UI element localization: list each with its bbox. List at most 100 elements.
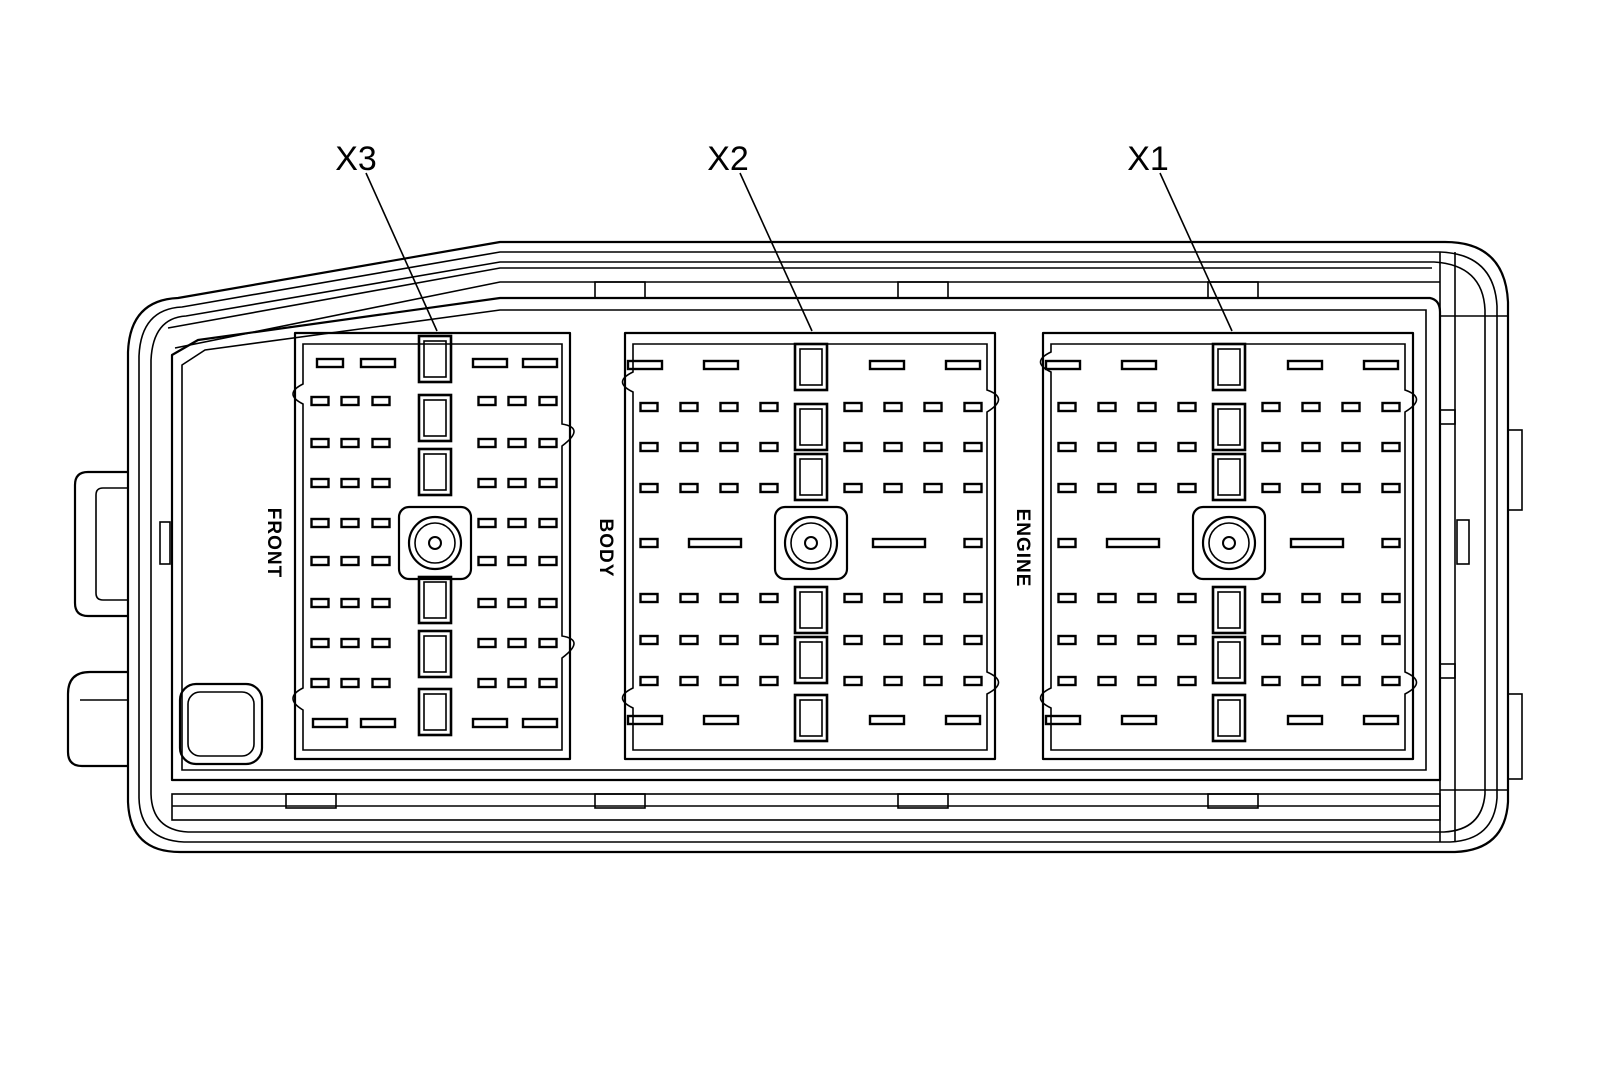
terminal-cavity xyxy=(759,441,779,453)
terminal-cavity xyxy=(759,634,779,646)
terminal-cavity xyxy=(507,677,527,689)
terminal-cavity xyxy=(1097,592,1117,604)
terminal-cavity xyxy=(639,482,659,494)
terminal-cavity xyxy=(944,714,982,726)
bolt-inner-ring xyxy=(1208,522,1250,564)
terminal-cavity xyxy=(679,675,699,687)
terminal-cavity xyxy=(1177,441,1197,453)
terminal-cavity xyxy=(639,634,659,646)
terminal-cavity xyxy=(639,401,659,413)
terminal-cavity xyxy=(1097,401,1117,413)
large-terminal-cavity-inner xyxy=(1217,699,1241,737)
terminal-cavity xyxy=(521,357,559,369)
terminal-cavity xyxy=(477,555,497,567)
bolt-center xyxy=(428,536,442,550)
connector-x2-callout: X2 xyxy=(707,140,749,178)
bolt-inner-ring xyxy=(790,522,832,564)
terminal-cavity xyxy=(639,675,659,687)
terminal-cavity xyxy=(1105,537,1161,549)
terminal-cavity xyxy=(1261,592,1281,604)
large-terminal-cavity xyxy=(417,447,453,497)
terminal-cavity xyxy=(1120,714,1158,726)
connector-x2-side-label: BODY xyxy=(595,519,616,578)
terminal-cavity xyxy=(963,537,983,549)
terminal-cavity xyxy=(1381,592,1401,604)
terminal-cavity xyxy=(538,597,558,609)
terminal-cavity xyxy=(1341,592,1361,604)
connector-x3-side-label: FRONT xyxy=(263,508,284,578)
terminal-cavity xyxy=(1362,359,1400,371)
terminal-cavity xyxy=(1381,401,1401,413)
terminal-cavity xyxy=(340,637,360,649)
terminal-cavity xyxy=(883,441,903,453)
terminal-cavity xyxy=(687,537,743,549)
terminal-cavity xyxy=(538,395,558,407)
large-terminal-cavity-inner xyxy=(799,699,823,737)
large-terminal-cavity-inner xyxy=(799,641,823,679)
terminal-cavity xyxy=(1261,634,1281,646)
large-terminal-cavity xyxy=(1211,452,1247,502)
large-terminal-cavity xyxy=(417,334,453,384)
large-terminal-cavity-inner xyxy=(423,693,447,731)
large-terminal-cavity xyxy=(417,629,453,679)
terminal-cavity xyxy=(626,714,664,726)
large-terminal-cavity xyxy=(1211,402,1247,452)
terminal-cavity xyxy=(371,555,391,567)
terminal-cavity xyxy=(1341,401,1361,413)
terminal-cavity xyxy=(923,441,943,453)
terminal-cavity xyxy=(1057,592,1077,604)
terminal-cavity xyxy=(679,401,699,413)
terminal-cavity xyxy=(944,359,982,371)
terminal-cavity xyxy=(340,597,360,609)
large-terminal-cavity xyxy=(793,402,829,452)
terminal-cavity xyxy=(1097,634,1117,646)
terminal-cavity xyxy=(843,634,863,646)
large-terminal-cavity xyxy=(793,342,829,392)
terminal-cavity xyxy=(1120,359,1158,371)
terminal-cavity xyxy=(883,401,903,413)
large-terminal-cavity xyxy=(1211,635,1247,685)
large-terminal-cavity xyxy=(793,693,829,743)
terminal-cavity xyxy=(883,675,903,687)
connector-x1-body-shell xyxy=(1039,331,1418,761)
large-terminal-cavity-inner xyxy=(423,581,447,619)
terminal-cavity xyxy=(1044,714,1082,726)
large-terminal-cavity xyxy=(1211,693,1247,743)
terminal-cavity xyxy=(843,441,863,453)
terminal-cavity xyxy=(1301,675,1321,687)
terminal-cavity xyxy=(843,592,863,604)
terminal-cavity xyxy=(1301,634,1321,646)
terminal-cavity xyxy=(719,482,739,494)
terminal-cavity xyxy=(340,437,360,449)
connector-x3-callout: X3 xyxy=(335,140,377,178)
terminal-cavity xyxy=(521,717,559,729)
terminal-cavity xyxy=(538,555,558,567)
terminal-cavity xyxy=(883,482,903,494)
terminal-cavity xyxy=(310,677,330,689)
terminal-cavity xyxy=(340,477,360,489)
terminal-cavity xyxy=(963,401,983,413)
terminal-cavity xyxy=(923,675,943,687)
terminal-cavity xyxy=(1057,401,1077,413)
terminal-cavity xyxy=(702,714,740,726)
terminal-cavity xyxy=(923,592,943,604)
terminal-cavity xyxy=(1341,675,1361,687)
connector-x2-body-shell xyxy=(621,331,1000,761)
terminal-cavity xyxy=(371,437,391,449)
terminal-cavity xyxy=(1261,675,1281,687)
terminal-cavity xyxy=(883,634,903,646)
bolt-center xyxy=(1222,536,1236,550)
terminal-cavity xyxy=(1177,401,1197,413)
bolt-boss xyxy=(773,505,849,581)
large-terminal-cavity xyxy=(793,635,829,685)
terminal-cavity xyxy=(1261,482,1281,494)
terminal-cavity xyxy=(1057,482,1077,494)
terminal-cavity xyxy=(719,592,739,604)
large-terminal-cavity-inner xyxy=(423,340,447,378)
terminal-cavity xyxy=(1177,592,1197,604)
terminal-cavity xyxy=(477,395,497,407)
terminal-cavity xyxy=(639,441,659,453)
terminal-cavity xyxy=(1097,482,1117,494)
terminal-cavity xyxy=(1137,482,1157,494)
terminal-cavity xyxy=(340,677,360,689)
